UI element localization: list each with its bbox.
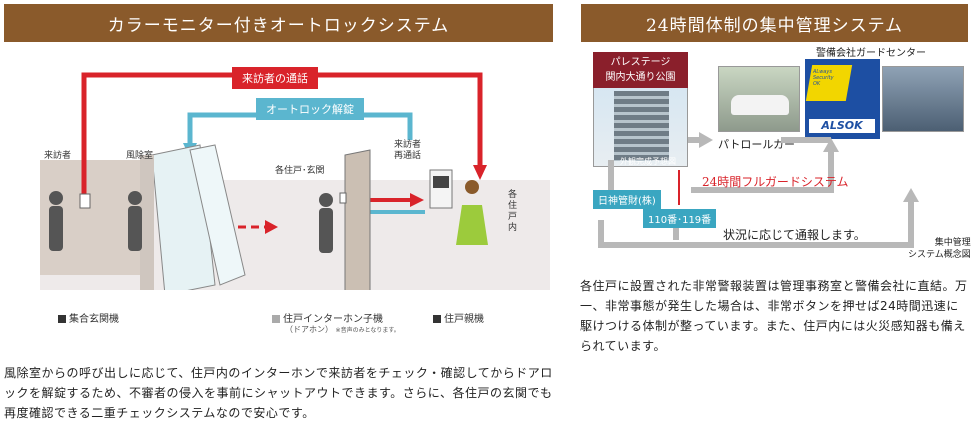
visitor2-body (128, 206, 142, 251)
door-intercom (339, 192, 347, 204)
alsok-tag-1: ALways (813, 69, 832, 75)
arrow-to-alsok (823, 138, 839, 152)
visitor3-body (319, 208, 333, 253)
legend-door-sub: （ドアホン） ※音声のみとなります。 (285, 324, 400, 335)
alsok-tagline: ALways Security OK (813, 69, 834, 87)
alsok-panel: ALways Security OK ALSOK (805, 59, 880, 139)
flow-diagram (49, 72, 488, 290)
label-entrance: 各住戸･玄関 (275, 166, 325, 176)
guard-center-photo (882, 66, 964, 132)
legend-master-text: 住戸親機 (444, 314, 484, 325)
patrol-car-photo (718, 66, 800, 132)
autolock-paragraph: 風除室からの呼び出しに応じて、住戸内のインターホンで来訪者をチェック・確認してか… (4, 366, 553, 420)
concept-label: 集中管理 システム概念図 (908, 237, 971, 261)
line-to-alsok (691, 150, 834, 193)
management-paragraph: 各住戸に設置された非常警報装置は管理事務室と警備会社に直結。万一、非常事態が発生… (580, 279, 968, 353)
concept-line-2: システム概念図 (908, 250, 971, 260)
car-body (731, 95, 789, 115)
master-monitor (429, 169, 453, 209)
legend-entrance-text: 集合玄関機 (69, 314, 119, 325)
full-guard-label: 24時間フルガードシステム (702, 175, 849, 189)
label-windbreak: 風除室 (126, 151, 154, 161)
alsok-logo: ALSOK (809, 119, 875, 133)
resident-head (465, 180, 479, 194)
label-visitor: 来訪者 (44, 151, 72, 161)
master-monitor-screen (433, 176, 449, 188)
building-caption: 外観完成予想図 (620, 157, 676, 166)
legend-door-unit: 住戸インターホン子機 (272, 310, 383, 325)
entrance-panel (79, 193, 91, 209)
nisshin-box: 日神管財(株) (593, 190, 661, 209)
legend-door-text: 住戸インターホン子機 (283, 314, 383, 325)
report-label: 状況に応じて通報します。 (723, 228, 866, 242)
tag-autolock: オートロック解錠 (256, 98, 364, 120)
building-name-2: 関内大通り公園 (605, 72, 676, 83)
legend-square-icon (272, 315, 280, 323)
legend-entrance-unit: 集合玄関機 (58, 310, 119, 325)
concept-line-1: 集中管理 (934, 238, 971, 248)
legend-master-unit: 住戸親機 (433, 310, 484, 325)
autolock-header: カラーモニター付きオートロックシステム (4, 4, 553, 42)
visitor-head (49, 191, 63, 205)
emergency-box: 110番･119番 (643, 209, 717, 228)
alsok-tag-3: OK (813, 81, 821, 87)
visitor2-head (128, 191, 142, 205)
label-revisit: 来訪者 再通話 (394, 140, 422, 161)
arrow-to-patrol (699, 132, 713, 148)
visitor3-head (319, 193, 333, 207)
revisit-red-head (410, 193, 424, 207)
legend-door-note: ※音声のみとなります。 (335, 327, 400, 334)
glass-door-right (189, 144, 246, 286)
management-flow (598, 132, 919, 248)
visitor-body (49, 206, 63, 251)
management-header: 24時間体制の集中管理システム (581, 4, 968, 42)
guard-center-label: 警備会社ガードセンター (816, 48, 926, 59)
line-report (598, 200, 914, 248)
patrol-car-label: パトロールカー (718, 138, 795, 151)
tag-visitor-call: 来訪者の通話 (232, 67, 318, 89)
building-name-1: パレステージ (610, 57, 671, 68)
apartment-door (344, 149, 371, 290)
label-inside: 各 住 戸 内 (508, 190, 518, 233)
alsok-tag-2: Security (813, 75, 834, 81)
legend-square-icon (58, 315, 66, 323)
legend-door-sub-text: （ドアホン） (285, 325, 333, 334)
arrow-report (903, 188, 919, 202)
building-name-box: パレステージ 関内大通り公園 (593, 52, 688, 88)
red-arrow-head (473, 165, 487, 180)
resident-dress (456, 205, 488, 245)
windbreak-pillar (140, 155, 154, 290)
building-facade (614, 91, 669, 161)
dashed-arrow-head (265, 220, 278, 234)
legend-square-icon (433, 315, 441, 323)
